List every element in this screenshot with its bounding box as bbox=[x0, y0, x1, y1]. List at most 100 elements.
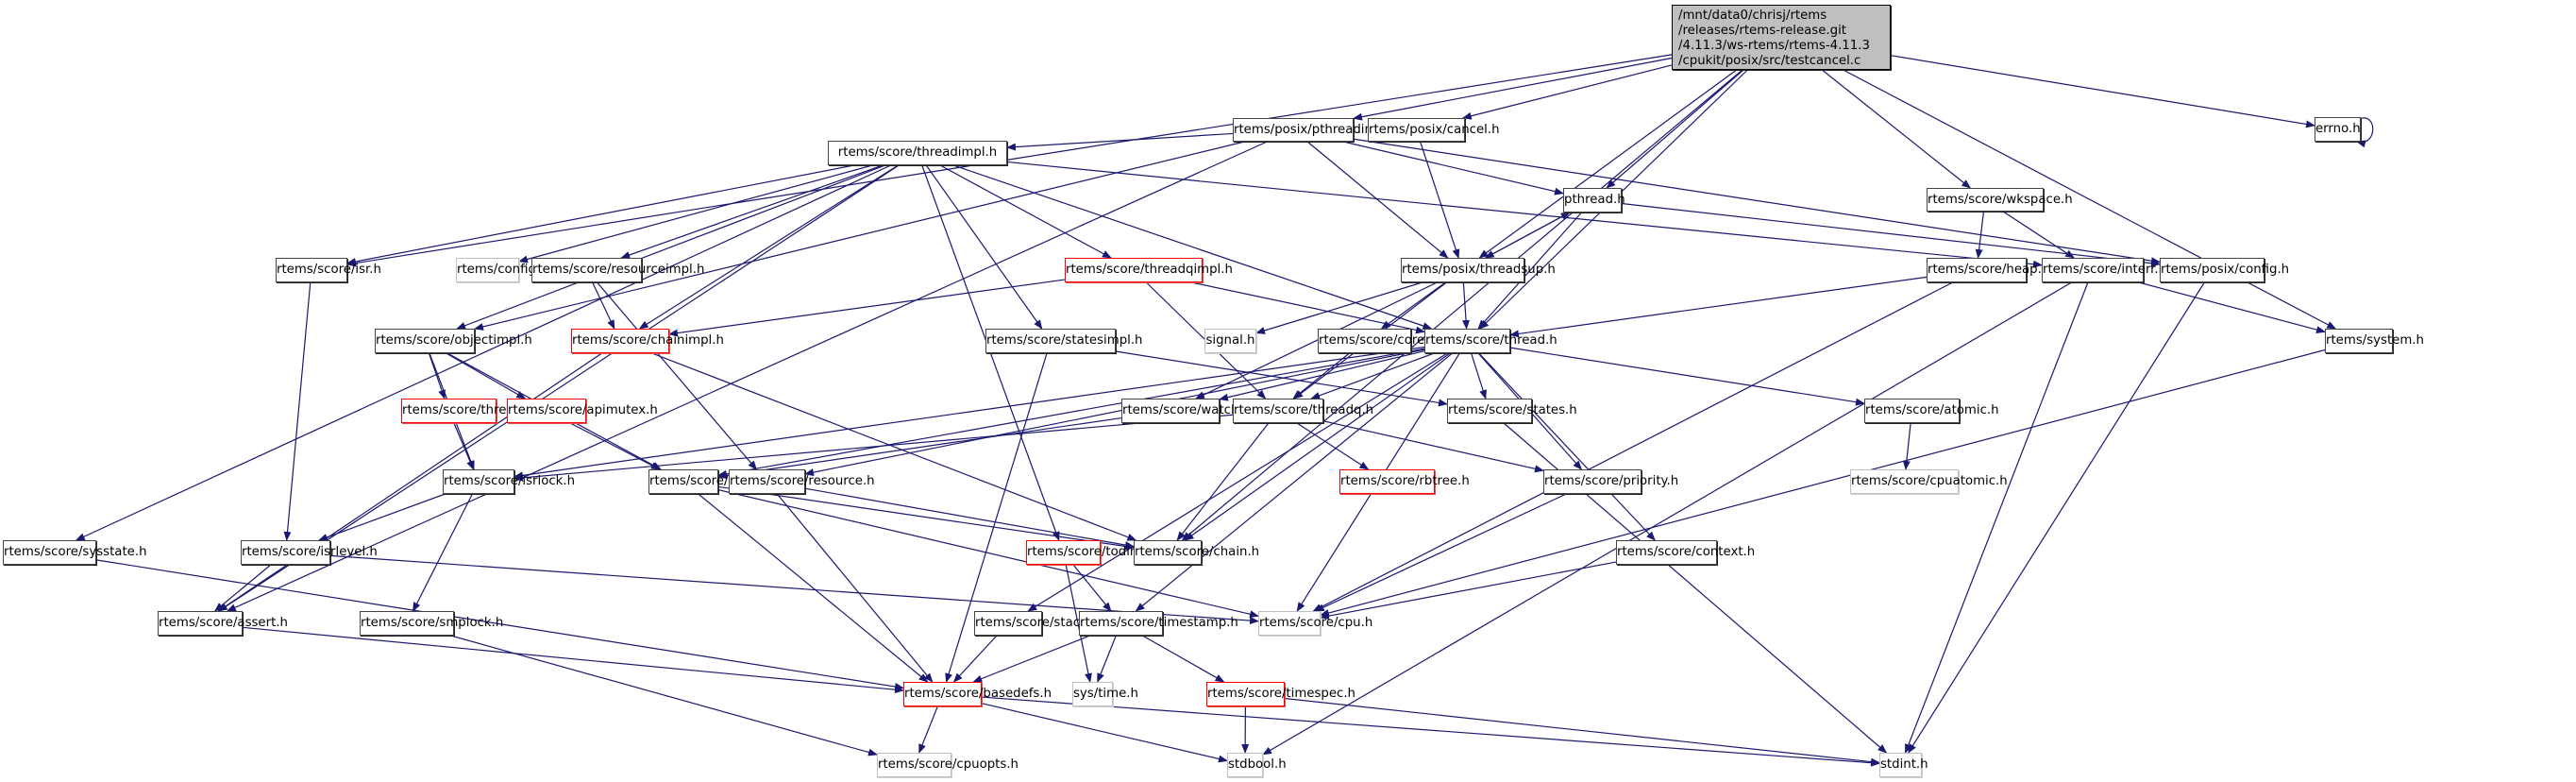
node-atomic-h[interactable]: rtems/score/atomic.h bbox=[1864, 399, 1999, 423]
node-interr-h[interactable]: rtems/score/interr.h bbox=[2042, 258, 2166, 282]
root-file-node: /mnt/data0/chrisj/rtems /releases/rtems-… bbox=[1672, 5, 1891, 70]
edge-threadimpl-to-objectimpl bbox=[456, 164, 886, 330]
node-stdint-h: stdint.h bbox=[1879, 753, 1928, 777]
node-resource-h[interactable]: rtems/score/resource.h bbox=[729, 469, 875, 494]
edge-isr-to-isrlevel bbox=[283, 281, 311, 541]
edge-apimutex-to-object bbox=[569, 422, 661, 470]
edge-priority-to-cpu bbox=[1314, 493, 1567, 612]
node-timestamp-h[interactable]: rtems/score/timestamp.h bbox=[1079, 611, 1238, 636]
edge-pthreadimpl-to-threadimpl bbox=[1006, 132, 1234, 151]
node-sysstate-h[interactable]: rtems/score/sysstate.h bbox=[3, 540, 147, 565]
node-timespec-h[interactable]: rtems/score/timespec.h bbox=[1206, 682, 1355, 706]
node-threadimpl-h[interactable]: rtems/score/threadimpl.h bbox=[828, 141, 1007, 165]
edge-threadsup-to-pthread bbox=[1485, 212, 1571, 259]
edge-context-to-cpu bbox=[1320, 561, 1617, 620]
edge-threadq-to-chain bbox=[1176, 422, 1270, 541]
edge-root-to-wkspace bbox=[1821, 69, 1972, 189]
node-apimutex-h[interactable]: rtems/score/apimutex.h bbox=[507, 399, 658, 423]
node-heap-h[interactable]: rtems/score/heap.h bbox=[1927, 258, 2049, 282]
edge-thread-to-threadq bbox=[1310, 352, 1435, 400]
edge-root-to-system bbox=[1843, 69, 2337, 330]
node-basedefs-h[interactable]: rtems/score/basedefs.h bbox=[903, 682, 1052, 706]
edge-thread-to-isrlock bbox=[514, 346, 1425, 480]
edge-pthreadimpl-to-pthread bbox=[1343, 141, 1564, 196]
edge-root-to-cancel bbox=[1461, 64, 1673, 120]
edge-thread-to-atomic bbox=[1509, 347, 1865, 406]
node-smplock-h[interactable]: rtems/score/smplock.h bbox=[360, 611, 503, 636]
node-threadqimpl-h[interactable]: rtems/score/threadqimpl.h bbox=[1065, 258, 1233, 282]
edge-root-to-threadsup bbox=[1478, 69, 1738, 259]
edge-threadimpl-to-chainimpl bbox=[638, 164, 899, 330]
edge-threaddispatch-to-isrlock bbox=[453, 422, 475, 470]
node-objectimpl-h[interactable]: rtems/score/objectimpl.h bbox=[375, 329, 532, 353]
node-cancel-h[interactable]: rtems/posix/cancel.h bbox=[1368, 118, 1500, 142]
edge-threadqimpl-to-chainimpl bbox=[668, 279, 1066, 337]
edge-object-to-cpu bbox=[717, 489, 1259, 619]
node-rbtree-h[interactable]: rtems/score/rbtree.h bbox=[1339, 469, 1470, 494]
edge-threadq-to-rbtree bbox=[1296, 422, 1370, 470]
node-object-h[interactable]: rtems/score/object.h bbox=[648, 469, 779, 494]
node-wkspace-h[interactable]: rtems/score/wkspace.h bbox=[1927, 188, 2073, 212]
node-threadq-h[interactable]: rtems/score/threadq.h bbox=[1233, 399, 1373, 423]
edge-interr-to-system bbox=[2138, 281, 2326, 333]
edge-root-to-isr bbox=[346, 54, 1673, 267]
edge-object-to-chain bbox=[717, 485, 1135, 551]
edge-root-to-errno bbox=[1890, 55, 2315, 128]
edge-thread-to-states bbox=[1471, 352, 1487, 400]
node-threadsup-h[interactable]: rtems/posix/threadsup.h bbox=[1401, 258, 1556, 282]
node-posix-config-h[interactable]: rtems/posix/config.h bbox=[2160, 258, 2289, 282]
edge-threadimpl-to-interr bbox=[1006, 161, 2043, 268]
node-watchdog-h[interactable]: rtems/score/watchdog.h bbox=[1121, 399, 1274, 423]
edge-chainimpl-to-assert bbox=[217, 352, 602, 612]
edge-isrlevel-to-assert bbox=[213, 564, 272, 612]
edge-resourceimpl-to-resource bbox=[597, 281, 758, 470]
node-pthread-h[interactable]: pthread.h bbox=[1563, 188, 1625, 212]
edge-resourceimpl-to-chainimpl bbox=[592, 281, 615, 330]
edge-threadsup-to-signal bbox=[1255, 281, 1423, 334]
node-resourceimpl-h[interactable]: rtems/score/resourceimpl.h bbox=[531, 258, 704, 282]
node-errno-h[interactable]: errno.h bbox=[2315, 117, 2361, 142]
edge-root-to-pthread bbox=[1606, 69, 1744, 189]
node-chainimpl-h[interactable]: rtems/score/chainimpl.h bbox=[571, 329, 724, 353]
edge-timestamp-to-timespec bbox=[1142, 635, 1225, 683]
edge-threadimpl-to-resourceimpl bbox=[620, 164, 884, 259]
node-states-h[interactable]: rtems/score/states.h bbox=[1447, 399, 1577, 423]
node-chain-h[interactable]: rtems/score/chain.h bbox=[1134, 540, 1259, 565]
node-context-h[interactable]: rtems/score/context.h bbox=[1616, 540, 1755, 565]
node-config-h: rtems/config.h bbox=[456, 258, 548, 282]
edge-chainimpl-to-chain bbox=[651, 352, 1137, 541]
node-thread-h[interactable]: rtems/score/thread.h bbox=[1424, 329, 1557, 353]
edge-sysstate-to-basedefs bbox=[95, 559, 904, 690]
node-isrlevel-h[interactable]: rtems/score/isrlevel.h bbox=[241, 540, 378, 565]
edge-threadimpl-to-statesimpl bbox=[925, 164, 1043, 330]
node-coresem-h[interactable]: rtems/score/coresem.h bbox=[1318, 329, 1463, 353]
node-pthreadimpl-h[interactable]: rtems/posix/pthreadimpl.h bbox=[1233, 118, 1400, 142]
edge-threadsup-to-coresem bbox=[1380, 281, 1446, 330]
edge-atomic-to-cpuatomic bbox=[1902, 422, 1911, 470]
edge-timestamp-to-systime bbox=[1097, 635, 1117, 683]
edge-isrlock-to-isrlevel bbox=[318, 493, 446, 541]
node-stdbool-h: stdbool.h bbox=[1227, 753, 1287, 777]
node-threaddispatch-h[interactable]: rtems/score/threaddispatch.h bbox=[401, 399, 587, 423]
edge-resource-to-basedefs bbox=[776, 493, 934, 683]
node-stack-h[interactable]: rtems/score/stack.h bbox=[974, 611, 1099, 636]
edge-thread-to-resource bbox=[804, 348, 1425, 477]
node-todimpl-h[interactable]: rtems/score/todimpl.h bbox=[1026, 540, 1166, 565]
edge-root-to-chain bbox=[1181, 69, 1743, 541]
edge-threadimpl-to-assert bbox=[218, 164, 900, 612]
node-cpuopts-h: rtems/score/cpuopts.h bbox=[877, 753, 1019, 777]
edge-timespec-to-stdint bbox=[1284, 697, 1880, 766]
edge-thread-to-timestamp bbox=[1135, 352, 1453, 612]
node-isr-h[interactable]: rtems/score/isr.h bbox=[276, 258, 381, 282]
edge-system-to-cpu bbox=[1320, 348, 2326, 617]
edge-root-to-pthreadimpl bbox=[1353, 57, 1673, 121]
edge-timestamp-to-basedefs bbox=[972, 635, 1090, 683]
node-statesimpl-h[interactable]: rtems/score/statesimpl.h bbox=[985, 329, 1142, 353]
node-cpuatomic-h: rtems/score/cpuatomic.h bbox=[1850, 469, 2008, 494]
node-assert-h[interactable]: rtems/score/assert.h bbox=[158, 611, 288, 636]
node-system-h[interactable]: rtems/system.h bbox=[2325, 329, 2424, 353]
node-priority-h[interactable]: rtems/score/priority.h bbox=[1543, 469, 1678, 494]
node-isrlock-h[interactable]: rtems/score/isrlock.h bbox=[443, 469, 575, 494]
